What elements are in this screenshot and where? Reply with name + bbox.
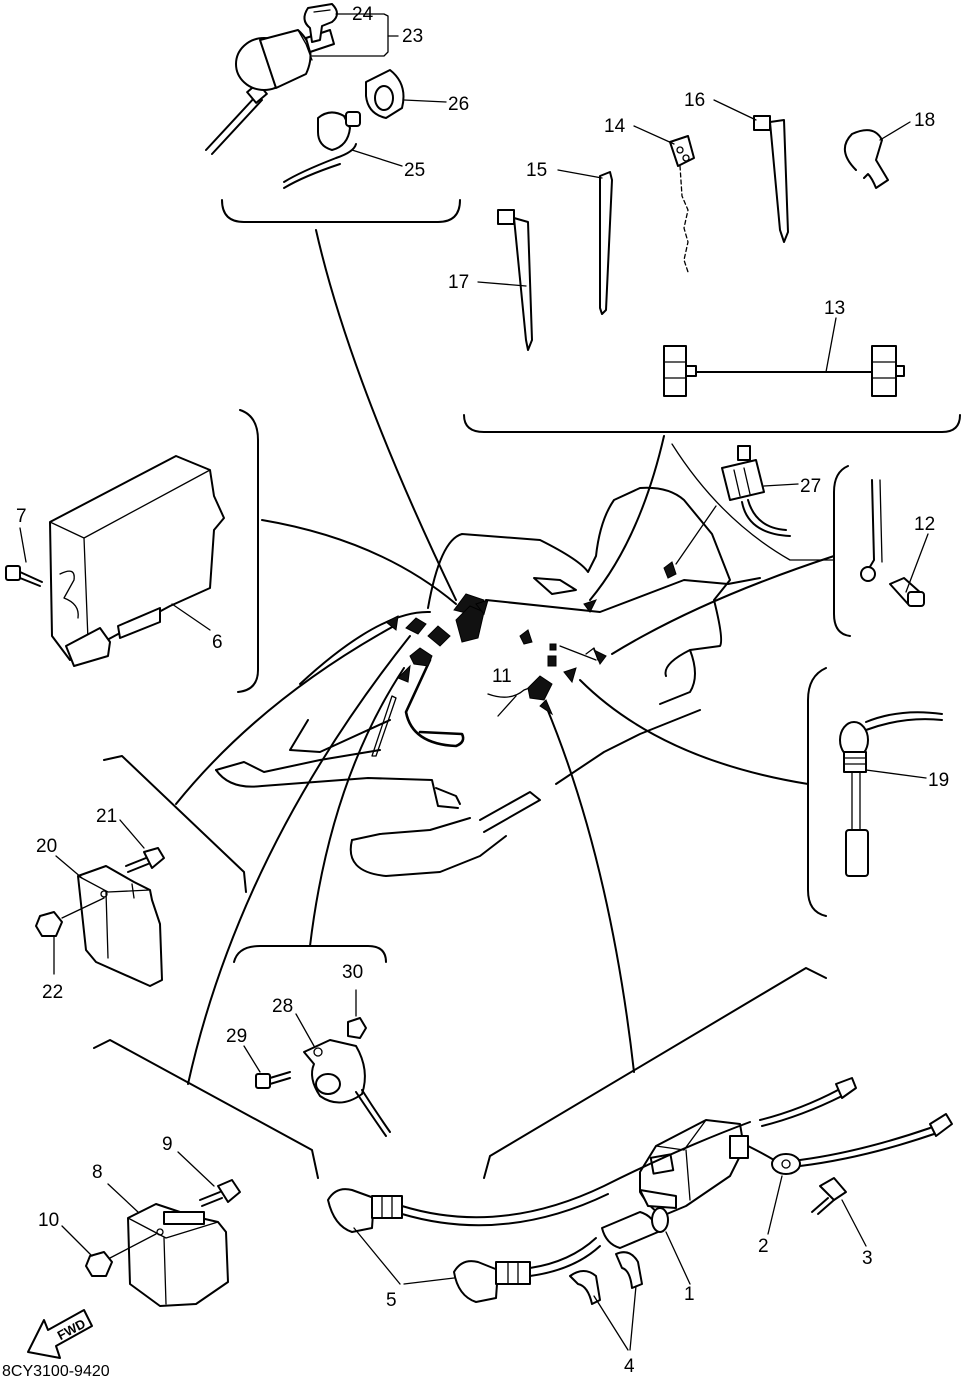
label-part-2: 2 — [758, 1236, 769, 1257]
label-part-16: 16 — [684, 90, 705, 111]
bolt-part-29 — [243, 1045, 291, 1089]
label-part-30: 30 — [342, 962, 363, 983]
clamp-part-18 — [844, 121, 911, 189]
connector-small-b — [549, 643, 557, 651]
label-part-25: 25 — [404, 160, 425, 181]
label-part-6: 6 — [212, 632, 223, 653]
label-part-5: 5 — [386, 1290, 397, 1311]
label-part-8: 8 — [92, 1162, 103, 1183]
label-part-28: 28 — [272, 996, 293, 1017]
label-part-23: 23 — [402, 26, 423, 47]
bracket-regulator-group — [103, 755, 247, 893]
tie-strap-part-17 — [477, 209, 533, 351]
label-part-18: 18 — [914, 110, 935, 131]
diagram-code: 8CY3100-9420 — [2, 1363, 110, 1380]
sensor-part-28 — [295, 1013, 391, 1137]
ecu-part-6 — [49, 455, 225, 667]
bracket-ground-group — [833, 465, 851, 637]
nut-part-30 — [347, 989, 367, 1039]
clamp-part-4 — [569, 1251, 643, 1351]
bolt-part-7 — [5, 527, 43, 587]
bolt-part-21 — [119, 819, 165, 873]
ground-lead-part-12 — [860, 479, 929, 607]
leader-line-rectifier — [187, 635, 411, 1085]
label-part-20: 20 — [36, 836, 57, 857]
label-part-29: 29 — [226, 1026, 247, 1047]
callout-labels: 1 2 3 4 5 6 7 8 9 10 11 12 13 14 15 16 1… — [16, 4, 949, 1377]
connector-part-11e — [409, 647, 433, 667]
bracket-rectifier-group — [93, 1039, 319, 1179]
fwd-arrow-icon: FWD — [27, 1309, 93, 1359]
nut-part-10 — [61, 1225, 157, 1277]
connector-lines — [175, 229, 835, 1085]
fwd-label: FWD — [55, 1316, 88, 1343]
bracket-sensor-group — [807, 667, 827, 917]
group-brackets — [93, 199, 961, 1179]
connector-small-a — [547, 655, 557, 667]
holder-part-14 — [633, 125, 695, 273]
label-part-1: 1 — [684, 1284, 695, 1305]
leader-line-regulator — [175, 625, 395, 805]
tie-strap-part-16 — [713, 99, 789, 243]
leader-23-24 — [311, 13, 389, 57]
sensor-part-25 — [283, 111, 403, 189]
leader-line-sensor-bottom — [309, 667, 405, 947]
bolt-part-3 — [811, 1177, 867, 1247]
bracket-sensor-bottom-group — [233, 945, 387, 963]
label-part-22: 22 — [42, 982, 63, 1003]
label-part-11: 11 — [492, 666, 512, 687]
label-part-12: 12 — [914, 514, 935, 535]
ignition-coil-part-1 — [601, 1119, 749, 1285]
switch-part-27 — [721, 445, 799, 537]
label-part-9: 9 — [162, 1134, 173, 1155]
label-part-3: 3 — [862, 1248, 873, 1269]
bolt-part-9 — [177, 1151, 241, 1207]
leader-line-ecu — [261, 519, 457, 605]
label-part-17: 17 — [448, 272, 469, 293]
connector-part-11b — [455, 605, 485, 643]
leader-line-27-arrow — [675, 505, 717, 565]
label-part-10: 10 — [38, 1210, 59, 1231]
leader-line-coil — [545, 705, 635, 1073]
vehicle-frame — [215, 486, 761, 877]
leader-line-top-right — [589, 435, 665, 601]
rectifier-part-8 — [107, 1183, 229, 1307]
connector-part-11c — [405, 617, 427, 635]
leader-line-switch-27 — [671, 443, 835, 561]
label-part-15: 15 — [526, 160, 547, 181]
label-part-24: 24 — [352, 4, 374, 25]
label-part-4: 4 — [624, 1356, 635, 1377]
nut-part-26 — [365, 69, 447, 119]
nut-part-22 — [35, 897, 105, 975]
sensor-part-19 — [839, 711, 943, 877]
main-switch-part-23 — [205, 29, 335, 155]
bracket-top-left-group — [221, 199, 461, 223]
leader-line-sensor — [579, 679, 809, 785]
central-connectors — [385, 561, 677, 716]
band-part-15 — [557, 169, 613, 315]
label-part-27: 27 — [800, 476, 821, 497]
plug-cap-part-5 — [327, 1077, 857, 1303]
label-part-14: 14 — [604, 116, 626, 137]
label-part-21: 21 — [96, 806, 117, 827]
label-part-13: 13 — [824, 298, 845, 319]
leader-line-top-left — [315, 229, 457, 601]
label-part-26: 26 — [448, 94, 469, 115]
bracket-top-right-group — [463, 414, 961, 433]
connector-part-11d — [427, 625, 451, 647]
connector-small-c — [519, 629, 533, 645]
bracket-ignition-coil-group — [483, 967, 827, 1179]
label-part-19: 19 — [928, 770, 949, 791]
connector-small-d — [663, 561, 677, 579]
bracket-ecu-group — [237, 409, 259, 693]
relay-part-20 — [55, 855, 163, 987]
label-part-7: 7 — [16, 506, 27, 527]
lead-part-2 — [747, 1113, 953, 1235]
connector-center-lower — [527, 675, 553, 701]
lead-wire-part-13 — [663, 317, 905, 397]
leader-line-ground — [611, 555, 835, 655]
key-part-24 — [303, 3, 338, 43]
